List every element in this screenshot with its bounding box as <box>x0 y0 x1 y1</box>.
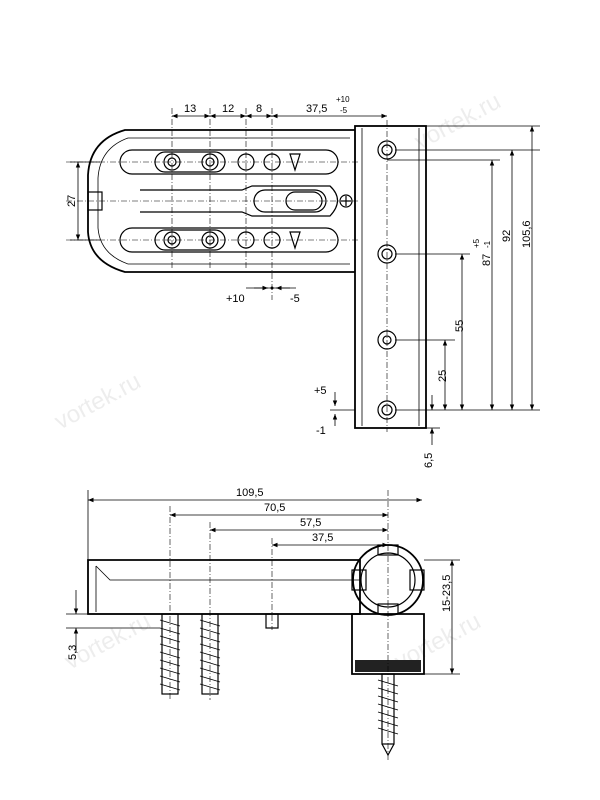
dim-87-tol-plus: +5 <box>472 238 481 248</box>
dim-13: 13 <box>184 103 196 115</box>
dim-25: 25 <box>437 370 449 382</box>
watermark-3: vortek.ru <box>60 608 155 676</box>
dim-12: 12 <box>222 103 234 115</box>
dim-92: 92 <box>501 230 513 242</box>
dim-27: 27 <box>66 195 78 207</box>
watermark-2: vortek.ru <box>410 88 505 156</box>
dim-87: 87 <box>481 254 493 266</box>
dim-15-23-5: 15-23,5 <box>441 575 453 612</box>
dim-87-tol-minus: -1 <box>483 240 492 248</box>
dim-37-5-top: 37,5 <box>306 103 327 115</box>
dim-55: 55 <box>454 320 466 332</box>
vert-plus5: +5 <box>314 385 327 397</box>
dim-105-6: 105,6 <box>521 220 533 248</box>
adj-minus5: -5 <box>290 293 300 305</box>
top-view: 13 12 8 37,5 +10 -5 27 +10 -5 +5 -1 6,5 <box>66 95 540 468</box>
tol-minus5-top: -5 <box>340 106 348 115</box>
dim-6-5: 6,5 <box>423 453 435 468</box>
dim-37-5-side: 37,5 <box>312 532 333 544</box>
frame-body-outline <box>87 129 355 273</box>
adj-plus10: +10 <box>226 293 245 305</box>
tol-plus10-top: +10 <box>336 95 350 104</box>
dim-57-5: 57,5 <box>300 517 321 529</box>
adjustment-slot <box>140 185 339 217</box>
side-view: 109,5 70,5 57,5 37,5 15-23,5 5,3 <box>66 487 460 760</box>
dim-70-5: 70,5 <box>264 502 285 514</box>
side-body <box>87 559 361 615</box>
dim-5-3: 5,3 <box>67 645 79 660</box>
dim-8: 8 <box>256 103 262 115</box>
watermark-1: vortek.ru <box>50 368 145 436</box>
dim-109-5: 109,5 <box>236 487 264 499</box>
vert-minus1: -1 <box>316 425 326 437</box>
hinge-plate <box>354 125 427 429</box>
